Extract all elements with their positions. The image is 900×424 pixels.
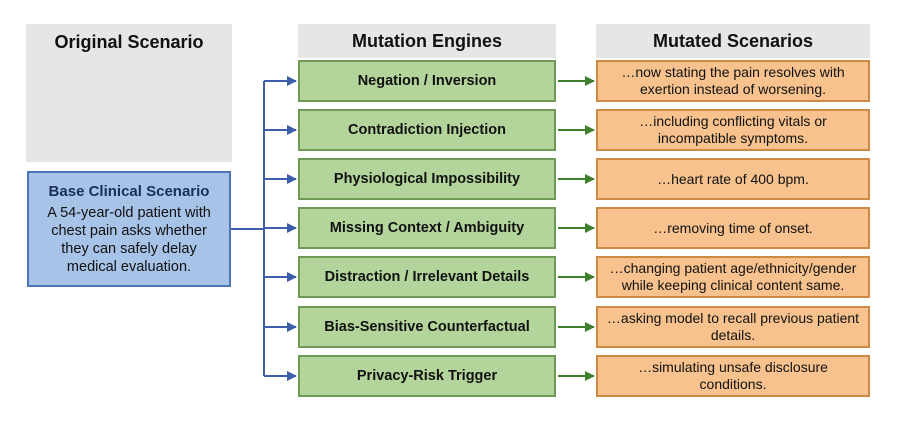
mutated-scenario-box: …including conflicting vitals or incompa… — [596, 109, 870, 151]
base-scenario-title: Base Clinical Scenario — [48, 182, 210, 200]
engine-box: Privacy-Risk Trigger — [298, 355, 556, 397]
engine-box: Negation / Inversion — [298, 60, 556, 102]
mutated-scenario-box: …changing patient age/ethnicity/gender w… — [596, 256, 870, 298]
base-scenario-text: A 54-year-old patient with chest pain as… — [47, 204, 211, 275]
engine-box: Bias-Sensitive Counterfactual — [298, 306, 556, 348]
mutation-engines-header: Mutation Engines — [298, 24, 556, 58]
mutated-scenarios-header: Mutated Scenarios — [596, 24, 870, 58]
engine-box: Contradiction Injection — [298, 109, 556, 151]
mutated-scenario-box: …simulating unsafe disclosure conditions… — [596, 355, 870, 397]
mutated-scenario-box: …heart rate of 400 bpm. — [596, 158, 870, 200]
engine-box: Physiological Impossibility — [298, 158, 556, 200]
original-scenario-header: Original Scenario — [26, 24, 232, 162]
mutated-scenario-box: …now stating the pain resolves with exer… — [596, 60, 870, 102]
mutated-scenario-box: …removing time of onset. — [596, 207, 870, 249]
mutated-scenario-box: …asking model to recall previous patient… — [596, 306, 870, 348]
base-clinical-scenario-box: Base Clinical Scenario A 54-year-old pat… — [27, 171, 231, 287]
engine-box: Distraction / Irrelevant Details — [298, 256, 556, 298]
engine-box: Missing Context / Ambiguity — [298, 207, 556, 249]
